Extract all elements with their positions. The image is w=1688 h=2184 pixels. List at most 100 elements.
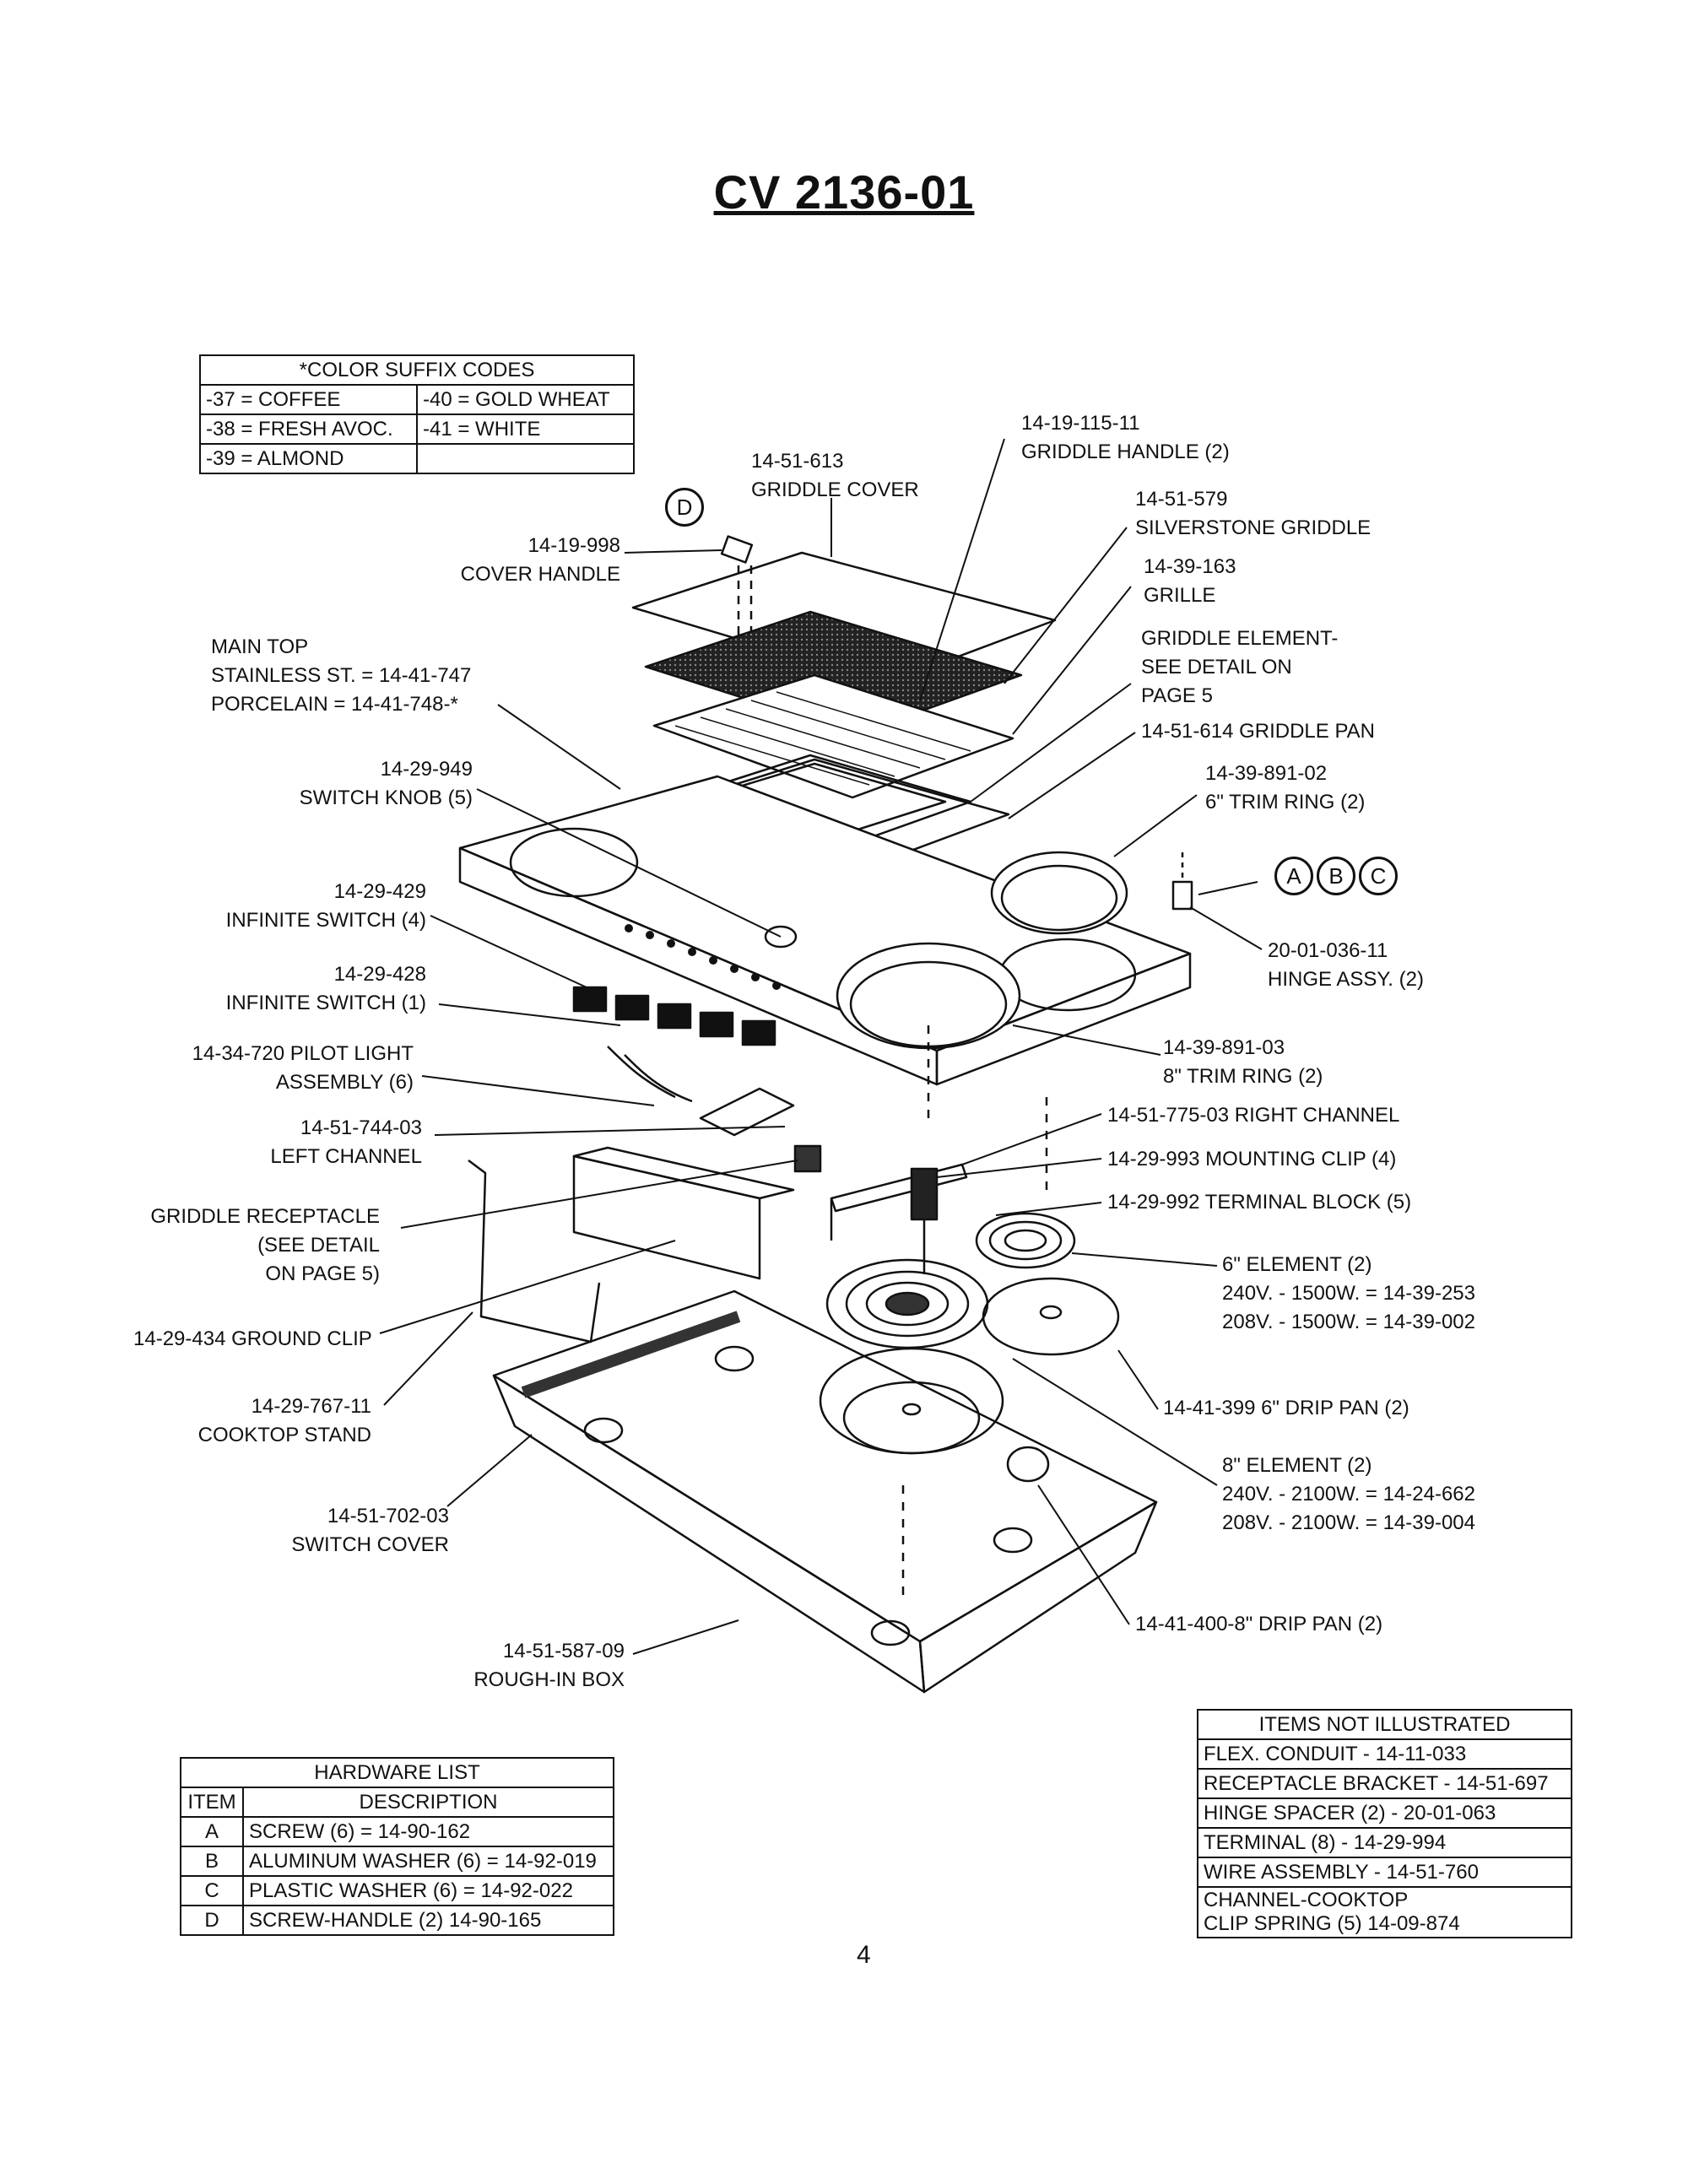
part-number: 14-19-115-11 bbox=[1021, 412, 1140, 435]
callout-d-icon: D bbox=[665, 488, 704, 527]
griddle-receptacle-shape bbox=[793, 1144, 822, 1173]
label-main-top: MAIN TOP STAINLESS ST. = 14-41-747 PORCE… bbox=[211, 633, 471, 719]
part-name: HINGE ASSY. (2) bbox=[1268, 968, 1424, 991]
table-cell bbox=[416, 443, 635, 474]
hardware-list-title: HARDWARE LIST bbox=[180, 1757, 614, 1788]
part-spec: 240V. - 2100W. = 14-24-662 bbox=[1222, 1483, 1475, 1506]
table-cell: HINGE SPACER (2) - 20-01-063 bbox=[1197, 1797, 1572, 1829]
label-griddle-cover: 14-51-613 GRIDDLE COVER bbox=[751, 447, 919, 505]
page-number: 4 bbox=[857, 1941, 871, 1969]
label-trim-ring-6: 14-39-891-02 6" TRIM RING (2) bbox=[1205, 760, 1365, 817]
right-channel-shape bbox=[830, 1163, 968, 1213]
label-switch-knob: 14-29-949 SWITCH KNOB (5) bbox=[300, 755, 473, 813]
label-griddle-handle: 14-19-115-11 GRIDDLE HANDLE (2) bbox=[1021, 409, 1230, 467]
part-number: 14-29-429 bbox=[333, 880, 426, 903]
table-cell: TERMINAL (8) - 14-29-994 bbox=[1197, 1827, 1572, 1858]
part-note: PAGE 5 bbox=[1141, 684, 1213, 707]
table-row: C PLASTIC WASHER (6) = 14-92-022 bbox=[180, 1875, 614, 1906]
part-name: ASSEMBLY (6) bbox=[275, 1071, 414, 1094]
part-name: 14-51-775-03 RIGHT CHANNEL bbox=[1107, 1104, 1400, 1127]
label-terminal-block: 14-29-992 TERMINAL BLOCK (5) bbox=[1107, 1188, 1411, 1217]
part-number: 14-29-767-11 bbox=[251, 1395, 371, 1418]
element-6-shape bbox=[975, 1212, 1076, 1269]
part-name: COVER HANDLE bbox=[460, 563, 620, 586]
part-name: GRILLE bbox=[1144, 584, 1216, 607]
part-number: 14-51-613 bbox=[751, 450, 844, 473]
part-name: MAIN TOP bbox=[211, 635, 309, 658]
drip-pan-6-shape bbox=[982, 1277, 1120, 1356]
column-header: DESCRIPTION bbox=[242, 1787, 614, 1818]
part-name: 14-29-434 GROUND CLIP bbox=[133, 1327, 372, 1350]
table-cell: C bbox=[180, 1875, 244, 1906]
column-header: ITEM bbox=[180, 1787, 244, 1818]
part-number: 14-39-891-03 bbox=[1163, 1036, 1285, 1059]
part-name: GRIDDLE COVER bbox=[751, 478, 919, 501]
part-spec: 240V. - 1500W. = 14-39-253 bbox=[1222, 1282, 1475, 1305]
label-cover-handle: 14-19-998 COVER HANDLE bbox=[461, 532, 620, 589]
left-channel-shape bbox=[572, 1154, 761, 1280]
part-name: ROUGH-IN BOX bbox=[473, 1668, 625, 1691]
color-table-header: *COLOR SUFFIX CODES bbox=[199, 354, 635, 386]
part-note: (SEE DETAIL bbox=[257, 1234, 380, 1257]
part-note: ON PAGE 5) bbox=[265, 1262, 380, 1285]
part-name: 14-51-614 GRIDDLE PAN bbox=[1141, 720, 1376, 743]
cell-line: CLIP SPRING (5) 14-09-874 bbox=[1204, 1912, 1460, 1935]
drip-pan-8-shape bbox=[819, 1347, 1004, 1455]
table-row: -37 = COFFEE -40 = GOLD WHEAT bbox=[199, 384, 635, 415]
cell-line: CHANNEL-COOKTOP bbox=[1204, 1889, 1409, 1911]
element-8-shape bbox=[825, 1258, 989, 1349]
label-left-channel: 14-51-744-03 LEFT CHANNEL bbox=[270, 1114, 422, 1171]
label-element-6: 6" ELEMENT (2) 240V. - 1500W. = 14-39-25… bbox=[1222, 1251, 1475, 1337]
table-cell: -41 = WHITE bbox=[416, 414, 635, 445]
part-name: 6" ELEMENT (2) bbox=[1222, 1253, 1372, 1276]
label-rough-in-box: 14-51-587-09 ROUGH-IN BOX bbox=[473, 1637, 625, 1695]
table-cell: -40 = GOLD WHEAT bbox=[416, 384, 635, 415]
label-switch-cover: 14-51-702-03 SWITCH COVER bbox=[291, 1502, 449, 1560]
label-right-channel: 14-51-775-03 RIGHT CHANNEL bbox=[1107, 1101, 1399, 1130]
table-cell: SCREW-HANDLE (2) 14-90-165 bbox=[242, 1905, 614, 1936]
items-not-illustrated-table: ITEMS NOT ILLUSTRATED FLEX. CONDUIT - 14… bbox=[1197, 1709, 1572, 1938]
table-row: RECEPTACLE BRACKET - 14-51-697 bbox=[1197, 1768, 1572, 1799]
part-number: 14-19-998 bbox=[528, 534, 620, 557]
label-drip-pan-8: 14-41-400-8" DRIP PAN (2) bbox=[1135, 1610, 1382, 1639]
part-name: 14-41-399 6" DRIP PAN (2) bbox=[1163, 1397, 1409, 1419]
table-cell: FLEX. CONDUIT - 14-11-033 bbox=[1197, 1738, 1572, 1770]
table-header-row: ITEM DESCRIPTION bbox=[180, 1787, 614, 1818]
part-name: SILVERSTONE GRIDDLE bbox=[1135, 516, 1372, 539]
table-cell: -38 = FRESH AVOC. bbox=[199, 414, 418, 445]
items-not-illustrated-title: ITEMS NOT ILLUSTRATED bbox=[1197, 1709, 1572, 1740]
part-spec: 208V. - 1500W. = 14-39-002 bbox=[1222, 1311, 1475, 1333]
table-row: CHANNEL-COOKTOP CLIP SPRING (5) 14-09-87… bbox=[1197, 1886, 1572, 1938]
table-row: -39 = ALMOND bbox=[199, 443, 635, 474]
page-title: CV 2136-01 bbox=[713, 165, 975, 219]
infinite-switch-group bbox=[572, 986, 776, 1046]
callout-c-icon: C bbox=[1359, 857, 1398, 895]
label-infinite-switch-1: 14-29-428 INFINITE SWITCH (1) bbox=[226, 960, 426, 1018]
part-name: INFINITE SWITCH (1) bbox=[225, 992, 426, 1014]
table-cell: -37 = COFFEE bbox=[199, 384, 418, 415]
label-grille: 14-39-163 GRILLE bbox=[1144, 553, 1236, 610]
label-drip-pan-6: 14-41-399 6" DRIP PAN (2) bbox=[1163, 1394, 1409, 1423]
part-number: 14-39-163 bbox=[1144, 555, 1236, 578]
label-element-8: 8" ELEMENT (2) 240V. - 2100W. = 14-24-66… bbox=[1222, 1451, 1475, 1538]
hardware-list-table: HARDWARE LIST ITEM DESCRIPTION A SCREW (… bbox=[180, 1757, 614, 1936]
label-silverstone-griddle: 14-51-579 SILVERSTONE GRIDDLE bbox=[1135, 485, 1371, 543]
trim-ring-6-shape bbox=[990, 851, 1128, 935]
part-spec: STAINLESS ST. = 14-41-747 bbox=[211, 664, 472, 687]
label-griddle-receptacle: GRIDDLE RECEPTACLE (SEE DETAIL ON PAGE 5… bbox=[150, 1203, 380, 1289]
part-name: GRIDDLE HANDLE (2) bbox=[1021, 441, 1230, 463]
switch-knob-shape bbox=[764, 925, 798, 949]
label-griddle-pan: 14-51-614 GRIDDLE PAN bbox=[1141, 717, 1375, 746]
part-name: GRIDDLE RECEPTACLE bbox=[150, 1205, 380, 1228]
label-infinite-switch-4: 14-29-429 INFINITE SWITCH (4) bbox=[226, 878, 426, 935]
table-cell: D bbox=[180, 1905, 244, 1936]
label-ground-clip: 14-29-434 GROUND CLIP bbox=[133, 1325, 372, 1354]
label-pilot-light: 14-34-720 PILOT LIGHT ASSEMBLY (6) bbox=[192, 1040, 414, 1097]
part-name: SWITCH COVER bbox=[291, 1533, 449, 1556]
table-cell: PLASTIC WASHER (6) = 14-92-022 bbox=[242, 1875, 614, 1906]
table-row: HINGE SPACER (2) - 20-01-063 bbox=[1197, 1797, 1572, 1829]
table-cell: -39 = ALMOND bbox=[199, 443, 418, 474]
table-cell: B bbox=[180, 1846, 244, 1877]
part-name: INFINITE SWITCH (4) bbox=[225, 909, 426, 932]
table-cell: SCREW (6) = 14-90-162 bbox=[242, 1816, 614, 1847]
